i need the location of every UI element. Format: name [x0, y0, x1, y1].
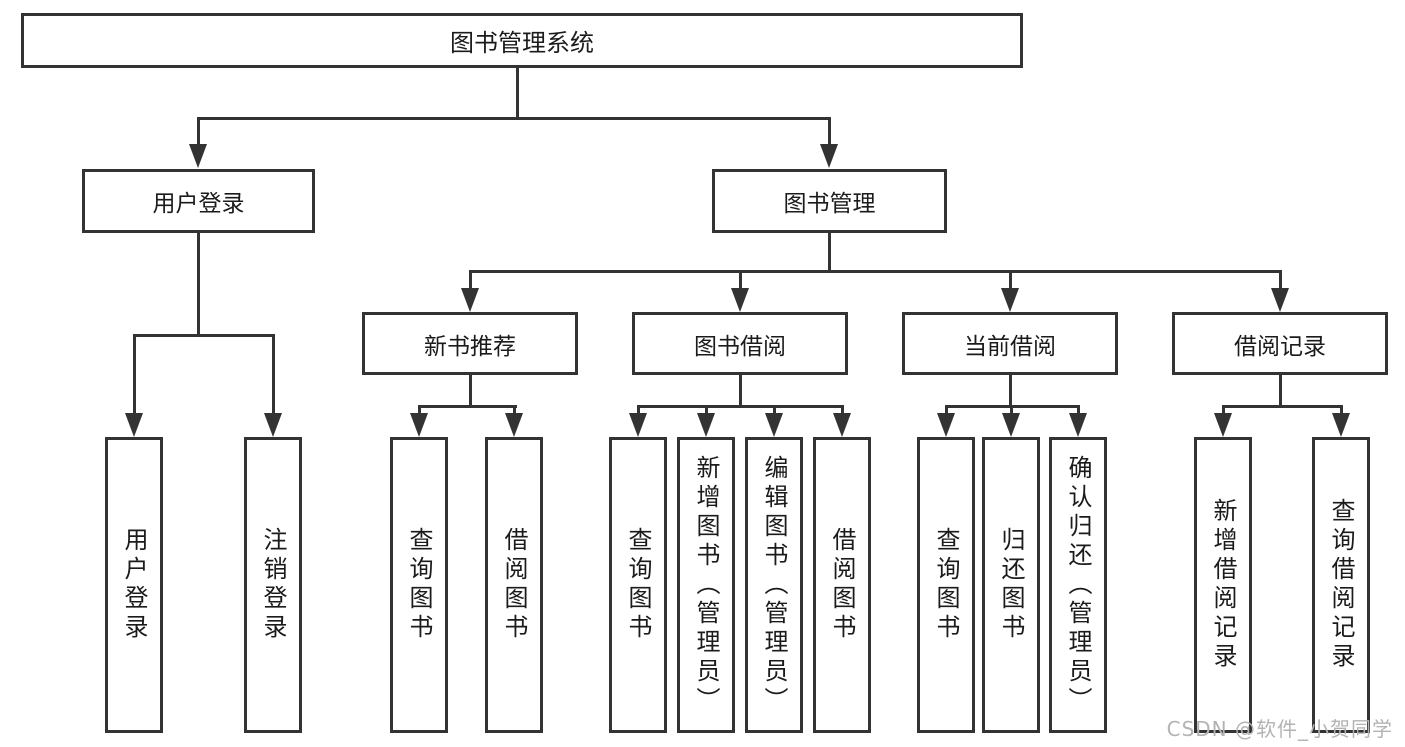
leaf-logout: 注销登录	[244, 437, 302, 733]
connector-to-newbook-borrow	[512, 406, 516, 418]
connector-to-leaf-logout	[271, 335, 275, 417]
leaf-borrow-query-books: 查询图书	[609, 437, 667, 733]
arrow-to-leaf-user-login	[125, 413, 143, 437]
arrow-to-borrow-borrow	[833, 413, 851, 437]
node-borrow-records: 借阅记录	[1172, 312, 1388, 375]
node-current-borrow: 当前借阅	[902, 312, 1118, 375]
arrow-to-new-book	[461, 288, 479, 312]
arrow-to-borrow-edit	[765, 413, 783, 437]
leaf-current-query-books: 查询图书	[917, 437, 975, 733]
connector-bookborrow-stem	[738, 375, 742, 406]
connector-records-stem	[1278, 375, 1282, 406]
connector-to-leaf-user-login	[132, 335, 136, 417]
connector-to-newbook-query	[417, 406, 421, 418]
connector-to-records-query	[1339, 406, 1343, 418]
node-book-borrow: 图书借阅	[632, 312, 848, 375]
connector-to-book-management	[827, 118, 831, 150]
connector-records-rail	[1221, 404, 1343, 408]
arrow-to-current-return	[1002, 413, 1020, 437]
leaf-borrow-add-books-admin: 新增图书（管理员）	[677, 437, 735, 733]
leaf-newbook-borrow-books: 借阅图书	[485, 437, 543, 733]
node-book-management: 图书管理	[712, 169, 947, 233]
arrow-to-borrow-add	[697, 413, 715, 437]
node-user-login: 用户登录	[82, 169, 315, 233]
leaf-current-confirm-return-admin: 确认归还（管理员）	[1049, 437, 1107, 733]
arrow-to-records-query	[1332, 413, 1350, 437]
leaf-records-query-record: 查询借阅记录	[1312, 437, 1370, 733]
arrow-to-current-query	[937, 413, 955, 437]
connector-to-borrow-add	[704, 406, 708, 418]
arrow-to-current-confirm	[1069, 413, 1087, 437]
connector-newbook-stem	[468, 375, 472, 406]
arrow-to-borrow-records	[1271, 288, 1289, 312]
connector-bookborrow-rail	[636, 404, 844, 408]
connector-to-borrow-query	[636, 406, 640, 418]
connector-newbook-rail	[417, 404, 517, 408]
arrow-to-user-login	[189, 144, 207, 168]
leaf-user-login: 用户登录	[105, 437, 163, 733]
leaf-current-return-books: 归还图书	[982, 437, 1040, 733]
leaf-records-add-record: 新增借阅记录	[1194, 437, 1252, 733]
arrow-to-newbook-query	[410, 413, 428, 437]
arrow-to-borrow-query	[629, 413, 647, 437]
connector-userlogin-rail	[132, 333, 275, 337]
connector-to-current-query	[944, 406, 948, 418]
connector-to-current-borrow	[1008, 271, 1012, 293]
arrow-to-current-borrow	[1001, 288, 1019, 312]
leaf-newbook-query-books: 查询图书	[390, 437, 448, 733]
connector-to-current-return	[1009, 406, 1013, 418]
connector-to-borrow-borrow	[840, 406, 844, 418]
arrow-to-leaf-logout	[264, 413, 282, 437]
connector-to-borrow-edit	[772, 406, 776, 418]
node-new-book-recommend: 新书推荐	[362, 312, 578, 375]
connector-to-records-add	[1221, 406, 1225, 418]
leaf-borrow-edit-books-admin: 编辑图书（管理员）	[745, 437, 803, 733]
connector-root-rail	[196, 116, 831, 120]
connector-to-borrow-records	[1278, 271, 1282, 293]
connector-bookmgmt-stem	[827, 233, 831, 271]
connector-to-current-confirm	[1076, 406, 1080, 418]
connector-bookmgmt-rail	[468, 269, 1282, 273]
arrow-to-book-borrow	[731, 288, 749, 312]
connector-root-stem	[515, 68, 519, 118]
leaf-borrow-borrow-books: 借阅图书	[813, 437, 871, 733]
connector-current-stem	[1008, 375, 1012, 406]
connector-to-user-login	[196, 118, 200, 150]
node-root: 图书管理系统	[21, 13, 1023, 68]
watermark: CSDN @软件_小贺同学	[1166, 717, 1393, 741]
connector-to-new-book	[468, 271, 472, 293]
arrow-to-records-add	[1214, 413, 1232, 437]
arrow-to-newbook-borrow	[505, 413, 523, 437]
connector-userlogin-stem	[196, 233, 200, 335]
arrow-to-book-management	[820, 144, 838, 168]
connector-to-book-borrow	[738, 271, 742, 293]
